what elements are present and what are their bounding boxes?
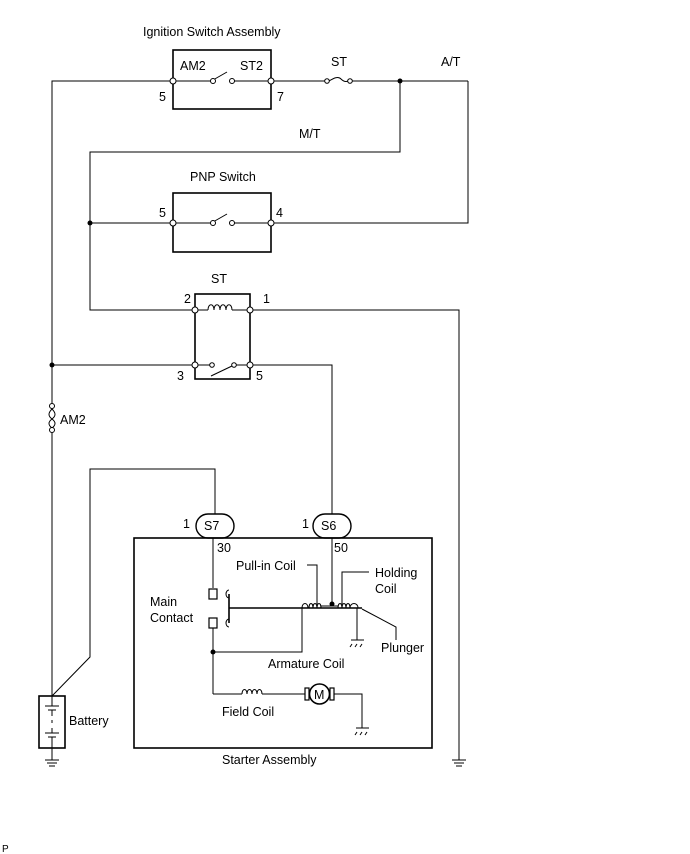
ignition-switch-pin-5: 5 bbox=[159, 90, 166, 104]
battery-label: Battery bbox=[69, 714, 109, 728]
junction-dot bbox=[329, 601, 335, 607]
wire-relay-to-ground bbox=[253, 309, 460, 760]
page-marker: P bbox=[2, 844, 9, 854]
terminal-icon bbox=[246, 361, 254, 369]
holding-coil-icon bbox=[337, 603, 351, 609]
plunger-label: Plunger bbox=[381, 641, 424, 655]
field-coil-icon bbox=[241, 689, 263, 695]
switch-contact-icon bbox=[210, 78, 216, 84]
wire-relay-to-s6 bbox=[253, 364, 333, 514]
mt-label: M/T bbox=[299, 127, 321, 141]
ignition-switch-st2-label: ST2 bbox=[240, 59, 263, 73]
pull-in-coil-label: Pull-in Coil bbox=[236, 559, 296, 573]
st-relay-pin-5: 5 bbox=[256, 369, 263, 383]
pnp-switch-blade bbox=[212, 213, 228, 223]
terminal-icon bbox=[169, 219, 177, 227]
battery: Battery bbox=[38, 695, 109, 760]
ground-icon bbox=[354, 727, 369, 736]
ignition-switch-pin-7: 7 bbox=[277, 90, 284, 104]
terminal-30-label: 30 bbox=[217, 541, 231, 555]
fuse-terminal-icon bbox=[49, 427, 55, 433]
am2-fuse-label: AM2 bbox=[60, 413, 86, 427]
st-relay-pin-2: 2 bbox=[184, 292, 191, 306]
main-contact-label-1: Main bbox=[150, 595, 177, 609]
main-contact-top-icon bbox=[208, 588, 218, 600]
switch-contact-icon bbox=[209, 362, 215, 368]
starter-assembly-title: Starter Assembly bbox=[222, 753, 317, 767]
wire-mt-bypass bbox=[89, 81, 401, 311]
armature-coil-label: Armature Coil bbox=[268, 657, 344, 671]
ignition-switch-assembly: Ignition Switch Assembly AM2 ST2 5 7 bbox=[143, 25, 284, 110]
connector-s6-label: S6 bbox=[321, 519, 336, 533]
terminal-icon bbox=[267, 219, 275, 227]
fuse-terminal-icon bbox=[49, 403, 55, 409]
connector-s6-pin: 1 bbox=[302, 517, 309, 531]
junction-dot bbox=[87, 220, 93, 226]
terminal-icon bbox=[191, 306, 199, 314]
terminal-icon bbox=[169, 77, 177, 85]
ground-icon bbox=[452, 759, 466, 767]
connector-s7-label: S7 bbox=[204, 519, 219, 533]
wire-at-to-pnp bbox=[274, 81, 469, 224]
st-relay-pin-1: 1 bbox=[263, 292, 270, 306]
field-coil-label: Field Coil bbox=[222, 705, 274, 719]
ignition-switch-title: Ignition Switch Assembly bbox=[143, 25, 281, 39]
holding-coil-label-2: Coil bbox=[375, 582, 397, 596]
holding-coil-leader bbox=[341, 571, 369, 604]
junction-dot bbox=[49, 362, 55, 368]
ignition-switch-blade bbox=[212, 71, 228, 81]
pnp-pin-4: 4 bbox=[276, 206, 283, 220]
fuse-terminal-icon bbox=[324, 78, 330, 84]
terminal-50-label: 50 bbox=[334, 541, 348, 555]
wire-armature-coil bbox=[213, 608, 303, 653]
terminal-icon bbox=[267, 77, 275, 85]
coil-icon bbox=[207, 304, 233, 311]
pnp-pin-5: 5 bbox=[159, 206, 166, 220]
at-label: A/T bbox=[441, 55, 461, 69]
fuse-icon bbox=[328, 77, 349, 83]
st-relay-box bbox=[194, 293, 251, 380]
relay-switch-blade bbox=[210, 365, 233, 377]
ground-icon bbox=[349, 639, 364, 648]
pull-in-coil-leader bbox=[307, 564, 318, 604]
motor-icon: M bbox=[304, 683, 335, 705]
connector-s7: S7 1 30 bbox=[183, 513, 235, 555]
starter-assembly-box bbox=[133, 537, 433, 749]
motor-label: M bbox=[314, 688, 324, 702]
main-contact-bottom-icon bbox=[208, 617, 218, 629]
connector-s7-pin: 1 bbox=[183, 517, 190, 531]
terminal-icon bbox=[246, 306, 254, 314]
st-relay: ST 2 1 3 5 bbox=[177, 272, 270, 383]
ignition-switch-am2-label: AM2 bbox=[180, 59, 206, 73]
main-contact-label-2: Contact bbox=[150, 611, 194, 625]
starter-assembly: Starter Assembly Main Contact Armature C… bbox=[133, 537, 433, 767]
switch-contact-icon bbox=[231, 362, 237, 368]
terminal-icon bbox=[191, 361, 199, 369]
connector-s6: S6 1 50 bbox=[302, 513, 352, 555]
holding-coil-label-1: Holding bbox=[375, 566, 417, 580]
switch-contact-icon bbox=[210, 220, 216, 226]
st-fuse-label: ST bbox=[331, 55, 347, 69]
switch-contact-icon bbox=[229, 220, 235, 226]
wire-ignition-to-am2 bbox=[51, 80, 170, 403]
st-fuse: ST bbox=[324, 55, 353, 84]
wire-motor-to-ground bbox=[334, 693, 363, 728]
pull-in-coil-icon bbox=[308, 603, 322, 609]
wire-battery-to-s7 bbox=[51, 468, 216, 697]
st-relay-pin-3: 3 bbox=[177, 369, 184, 383]
pnp-switch: PNP Switch 5 4 bbox=[87, 170, 283, 253]
st-relay-title: ST bbox=[211, 272, 227, 286]
fuse-terminal-icon bbox=[347, 78, 353, 84]
switch-contact-icon bbox=[229, 78, 235, 84]
ground-icon bbox=[45, 759, 59, 767]
pnp-switch-title: PNP Switch bbox=[190, 170, 256, 184]
am2-fuse: AM2 bbox=[48, 403, 86, 433]
plunger-leader bbox=[361, 608, 397, 640]
